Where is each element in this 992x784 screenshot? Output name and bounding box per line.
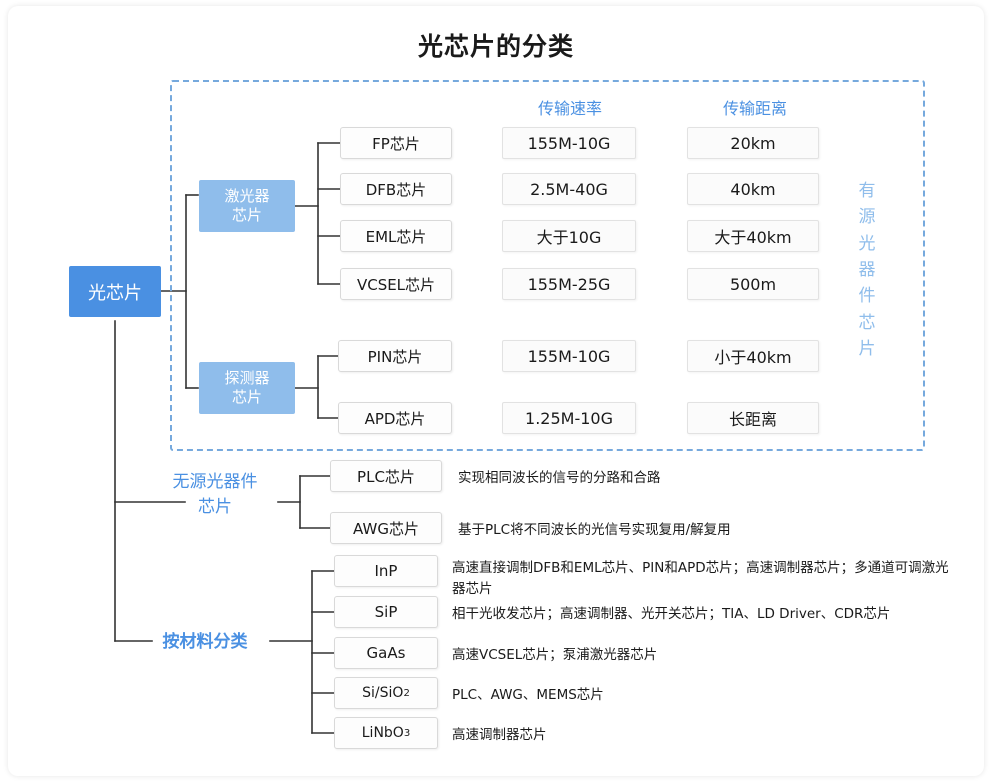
desc-linbo3: 高速调制器芯片 (452, 727, 547, 743)
distance-eml: 大于40km (687, 220, 819, 252)
rate-eml: 大于10G (502, 220, 636, 252)
rate-pin: 155M-10G (502, 340, 636, 372)
distance-pin: 小于40km (687, 340, 819, 372)
vert-char-6: 片 (858, 339, 876, 360)
laser-label-line2: 芯片 (231, 206, 262, 224)
rate-fp: 155M-10G (502, 127, 636, 159)
desc-awg: 基于PLC将不同波长的光信号实现复用/解复用 (458, 522, 731, 538)
vert-char-4: 件 (858, 286, 876, 307)
node-laser-chip-category[interactable]: 激光器 芯片 (199, 180, 295, 232)
desc-si-sio2: PLC、AWG、MEMS芯片 (452, 687, 604, 703)
node-material-inp[interactable]: InP (334, 555, 438, 587)
node-chip-pin[interactable]: PIN芯片 (338, 340, 452, 372)
linbo3-subscript: 3 (403, 727, 411, 739)
rate-apd: 1.25M-10G (502, 402, 636, 434)
rate-dfb: 2.5M-40G (502, 173, 636, 205)
node-chip-plc[interactable]: PLC芯片 (330, 460, 442, 492)
column-header-distance: 传输距离 (722, 99, 787, 118)
label-passive-optical-category[interactable]: 无源光器件 芯片 (152, 470, 278, 519)
detector-label-line2: 芯片 (231, 388, 262, 406)
passive-label-line2: 芯片 (198, 496, 232, 517)
distance-dfb: 40km (687, 173, 819, 205)
active-region-vertical-label: 有 源 光 器 件 芯 片 (855, 178, 879, 362)
node-chip-awg[interactable]: AWG芯片 (330, 512, 442, 544)
vert-char-1: 源 (858, 207, 876, 228)
passive-label-line1: 无源光器件 (172, 472, 258, 492)
vert-char-3: 器 (858, 260, 876, 281)
node-chip-apd[interactable]: APD芯片 (338, 402, 452, 434)
node-detector-chip-category[interactable]: 探测器 芯片 (199, 362, 295, 414)
active-optical-region (170, 80, 925, 451)
desc-plc: 实现相同波长的信号的分路和合路 (458, 470, 661, 486)
distance-fp: 20km (687, 127, 819, 159)
linbo3-base: LiNbO (361, 725, 404, 741)
desc-inp: 高速直接调制DFB和EML芯片、PIN和APD芯片；高速调制器芯片；多通道可调激… (452, 560, 949, 597)
column-header-rate: 传输速率 (537, 99, 602, 118)
node-material-sip[interactable]: SiP (334, 596, 438, 628)
node-material-gaas[interactable]: GaAs (334, 637, 438, 669)
node-chip-fp[interactable]: FP芯片 (340, 127, 452, 159)
si-sio2-base: Si/SiO (362, 685, 404, 701)
si-sio2-subscript: 2 (403, 687, 410, 699)
desc-sip: 相干光收发芯片；高速调制器、光开关芯片；TIA、LD Driver、CDR芯片 (452, 606, 891, 622)
label-material-category[interactable]: 按材料分类 (162, 632, 248, 652)
vert-char-2: 光 (858, 233, 876, 254)
vert-char-0: 有 (858, 181, 876, 201)
distance-vcsel: 500m (687, 268, 819, 300)
node-chip-eml[interactable]: EML芯片 (340, 220, 452, 252)
detector-label-line1: 探测器 (224, 369, 270, 388)
distance-apd: 长距离 (687, 402, 819, 434)
node-chip-dfb[interactable]: DFB芯片 (340, 173, 452, 205)
page-title: 光芯片的分类 (417, 32, 574, 61)
desc-gaas: 高速VCSEL芯片；泵浦激光器芯片 (452, 647, 658, 663)
vert-char-5: 芯 (858, 312, 876, 333)
laser-label-line1: 激光器 (224, 187, 270, 206)
node-chip-vcsel[interactable]: VCSEL芯片 (340, 268, 452, 300)
node-root-optical-chip[interactable]: 光芯片 (69, 266, 161, 317)
rate-vcsel: 155M-25G (502, 268, 636, 300)
